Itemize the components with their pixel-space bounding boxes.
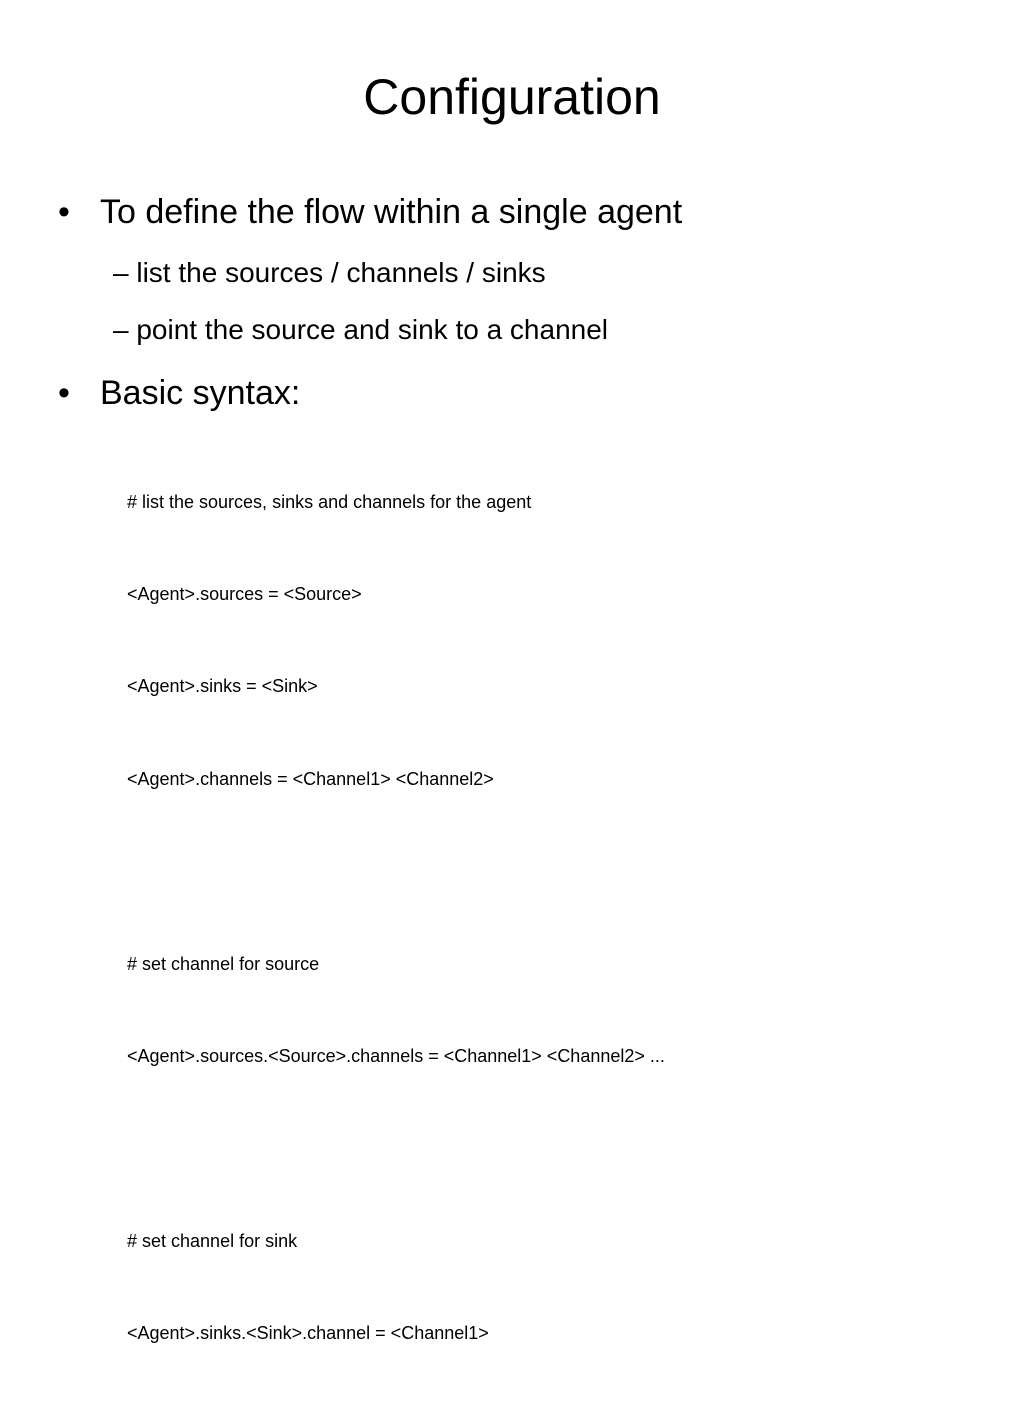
bullet-text: Basic syntax:: [100, 374, 301, 412]
code-line: # set channel for source: [127, 953, 320, 974]
bullet-marker: •: [58, 193, 70, 231]
sub-bullet-point-source: – point the source and sink to a channel: [113, 311, 608, 349]
code-line: <Agent>.sources = <Source>: [127, 583, 362, 604]
code-line: <Agent>.channels = <Channel1> <Channel2>: [127, 768, 494, 789]
code-line: # list the sources, sinks and channels f…: [127, 491, 532, 512]
slide-title: Configuration: [363, 69, 661, 125]
code-line: [127, 1133, 665, 1164]
code-line: [127, 856, 665, 887]
bullet-define-flow: • To define the flow within a single agen…: [58, 190, 682, 234]
code-line: <Agent>.sinks = <Sink>: [127, 676, 318, 697]
bullet-text: To define the flow within a single agent: [100, 193, 683, 231]
code-line: <Agent>.sinks.<Sink>.channel = <Channel1…: [127, 1323, 489, 1344]
bullet-basic-syntax: • Basic syntax:: [58, 371, 300, 415]
sub-bullet-text: point the source and sink to a channel: [136, 314, 609, 345]
code-line: # set channel for sink: [127, 1230, 298, 1251]
bullet-marker: •: [58, 374, 70, 412]
sub-bullet-text: list the sources / channels / sinks: [136, 257, 546, 288]
sub-bullet-marker: –: [113, 257, 129, 288]
sub-bullet-list-sources: – list the sources / channels / sinks: [113, 254, 546, 292]
sub-bullet-marker: –: [113, 314, 129, 345]
slide: Configuration • To define the flow within…: [58, 69, 683, 1344]
code-line: <Agent>.sources.<Source>.channels = <Cha…: [127, 1045, 665, 1066]
syntax-code-block: # list the sources, sinks and channels f…: [127, 425, 665, 1411]
